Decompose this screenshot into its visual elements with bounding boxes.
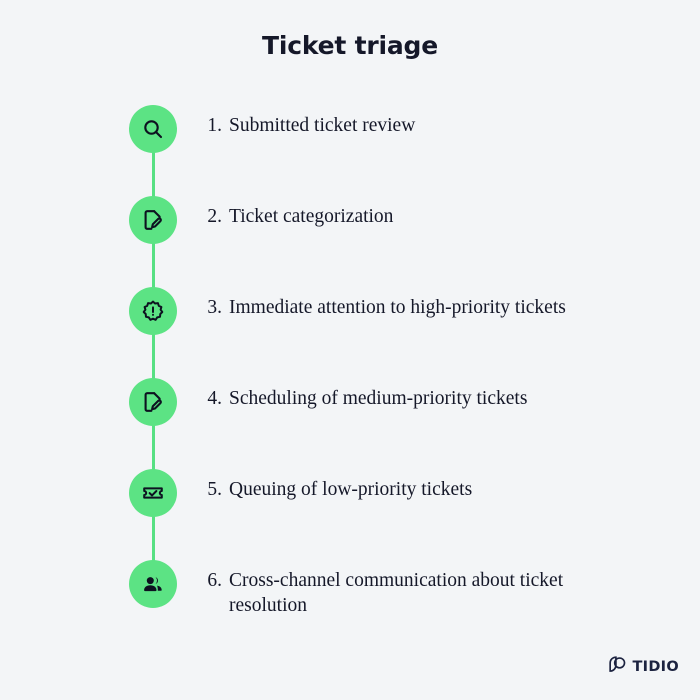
brand-name: TIDIO xyxy=(632,659,679,675)
step-text: 4. Scheduling of medium-priority tickets xyxy=(177,378,589,411)
timeline-connector xyxy=(151,129,155,220)
step-number: 5. xyxy=(207,479,222,500)
step-label: Immediate attention to high-priority tic… xyxy=(229,297,566,318)
step-number: 6. xyxy=(207,570,222,591)
tidio-chat-bubble-icon xyxy=(607,654,628,680)
document-edit-icon xyxy=(141,208,165,232)
timeline-list: 1. Submitted ticket review xyxy=(129,105,589,620)
users-icon xyxy=(141,572,165,596)
timeline-node-column xyxy=(129,287,177,402)
list-item: 6. Cross-channel communication about tic… xyxy=(129,560,589,620)
step-number: 4. xyxy=(207,388,222,409)
step-text: 3. Immediate attention to high-priority … xyxy=(177,287,589,320)
magnifier-icon xyxy=(141,117,165,141)
step-icon-circle xyxy=(129,469,177,517)
list-item: 3. Immediate attention to high-priority … xyxy=(129,287,589,402)
timeline-node-column xyxy=(129,560,177,608)
timeline-node-column xyxy=(129,196,177,311)
step-text: 6. Cross-channel communication about tic… xyxy=(177,560,589,618)
timeline-node-column xyxy=(129,105,177,220)
list-item: 1. Submitted ticket review xyxy=(129,105,589,220)
step-number: 1. xyxy=(207,115,222,136)
list-item: 4. Scheduling of medium-priority tickets xyxy=(129,378,589,493)
step-icon-circle xyxy=(129,560,177,608)
ticket-check-icon xyxy=(141,481,165,505)
timeline-node-column xyxy=(129,469,177,584)
step-icon-circle xyxy=(129,378,177,426)
list-item: 2. Ticket categorization xyxy=(129,196,589,311)
step-label: Scheduling of medium-priority tickets xyxy=(229,388,528,409)
step-icon-circle xyxy=(129,105,177,153)
timeline-connector xyxy=(151,402,155,493)
step-icon-circle xyxy=(129,287,177,335)
step-label: Submitted ticket review xyxy=(229,115,416,136)
brand-logo: TIDIO xyxy=(607,654,679,680)
timeline-connector xyxy=(151,220,155,311)
step-label: Cross-channel communication about ticket… xyxy=(229,570,564,616)
document-edit-icon xyxy=(141,390,165,414)
alert-badge-icon xyxy=(141,299,165,323)
page-title: Ticket triage xyxy=(262,31,438,60)
step-number: 3. xyxy=(207,297,222,318)
step-text: 1. Submitted ticket review xyxy=(177,105,589,138)
step-label: Ticket categorization xyxy=(229,206,394,227)
step-label: Queuing of low-priority tickets xyxy=(229,479,473,500)
step-icon-circle xyxy=(129,196,177,244)
timeline-node-column xyxy=(129,378,177,493)
step-number: 2. xyxy=(207,206,222,227)
step-text: 5. Queuing of low-priority tickets xyxy=(177,469,589,502)
timeline-connector xyxy=(151,311,155,402)
step-text: 2. Ticket categorization xyxy=(177,196,589,229)
timeline-connector xyxy=(151,493,155,584)
list-item: 5. Queuing of low-priority tickets xyxy=(129,469,589,584)
